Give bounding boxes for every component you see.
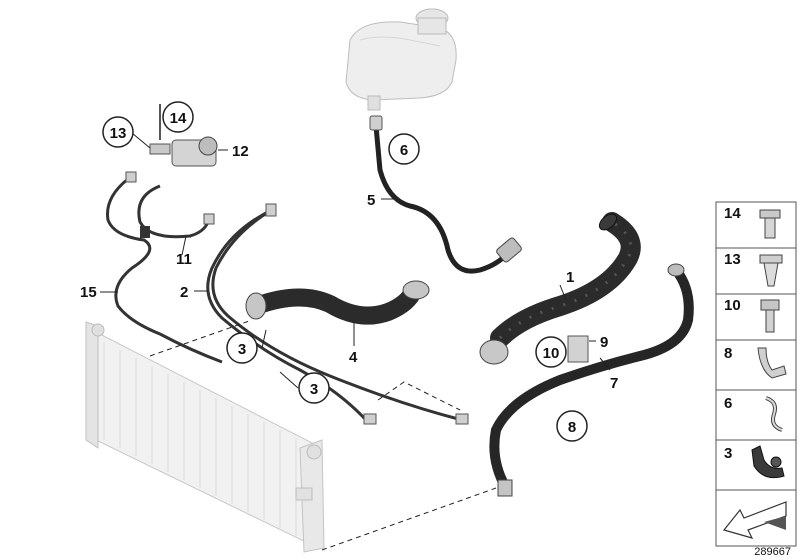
dashed-connectors — [149, 319, 497, 551]
arrow-icon — [722, 501, 787, 539]
callout-9: 9 — [600, 334, 608, 351]
legend-label-14: 14 — [724, 205, 741, 222]
clip-13-icon — [759, 254, 783, 287]
callout-3b: 3 — [310, 381, 318, 398]
legend-label-8: 8 — [724, 345, 732, 362]
callout-4: 4 — [349, 349, 358, 366]
callout-14-circle — [162, 101, 194, 133]
callout-10-circle — [535, 336, 567, 368]
callout-2: 2 — [180, 284, 188, 301]
callout-6: 6 — [400, 142, 408, 159]
callout-5: 5 — [367, 192, 375, 209]
hose-15 — [106, 174, 223, 364]
callout-8-circle — [556, 410, 588, 442]
callout-3a-circle — [226, 332, 258, 364]
callout-1: 1 — [566, 269, 574, 286]
clip-3-icon — [751, 445, 785, 479]
clip-14-icon — [759, 209, 781, 239]
callout-7: 7 — [610, 375, 618, 392]
callout-3b-circle — [298, 372, 330, 404]
callout-10: 10 — [543, 345, 560, 362]
legend-label-3: 3 — [724, 445, 732, 462]
valve-12 — [149, 104, 218, 167]
bracket-9 — [567, 335, 589, 363]
legend-label-6: 6 — [724, 395, 732, 412]
hose-5 — [373, 123, 513, 274]
leader-lines — [100, 132, 611, 389]
legend-label-10: 10 — [724, 297, 741, 314]
bolt-10-icon — [760, 299, 780, 333]
hose-7 — [489, 265, 694, 493]
hose-1 — [490, 212, 641, 348]
callout-15: 15 — [80, 284, 97, 301]
callout-14: 14 — [170, 110, 187, 127]
callout-3a: 3 — [238, 341, 246, 358]
hose-11 — [137, 184, 210, 239]
callout-6-circle — [388, 133, 420, 165]
radiator — [85, 321, 325, 553]
document-number: 289667 — [754, 546, 791, 558]
callout-13: 13 — [110, 125, 127, 142]
callout-11: 11 — [176, 251, 192, 268]
hose-4 — [247, 281, 423, 325]
clip-6-icon — [765, 396, 783, 432]
expansion-tank — [345, 8, 457, 111]
legend-label-13: 13 — [724, 251, 741, 268]
callout-8: 8 — [568, 419, 576, 436]
callout-12: 12 — [232, 143, 249, 160]
hose-5-clip — [369, 115, 383, 131]
parts-legend: 14 13 10 8 6 3 — [715, 201, 797, 547]
clip-8-icon — [757, 347, 787, 379]
callout-13-circle — [102, 116, 134, 148]
